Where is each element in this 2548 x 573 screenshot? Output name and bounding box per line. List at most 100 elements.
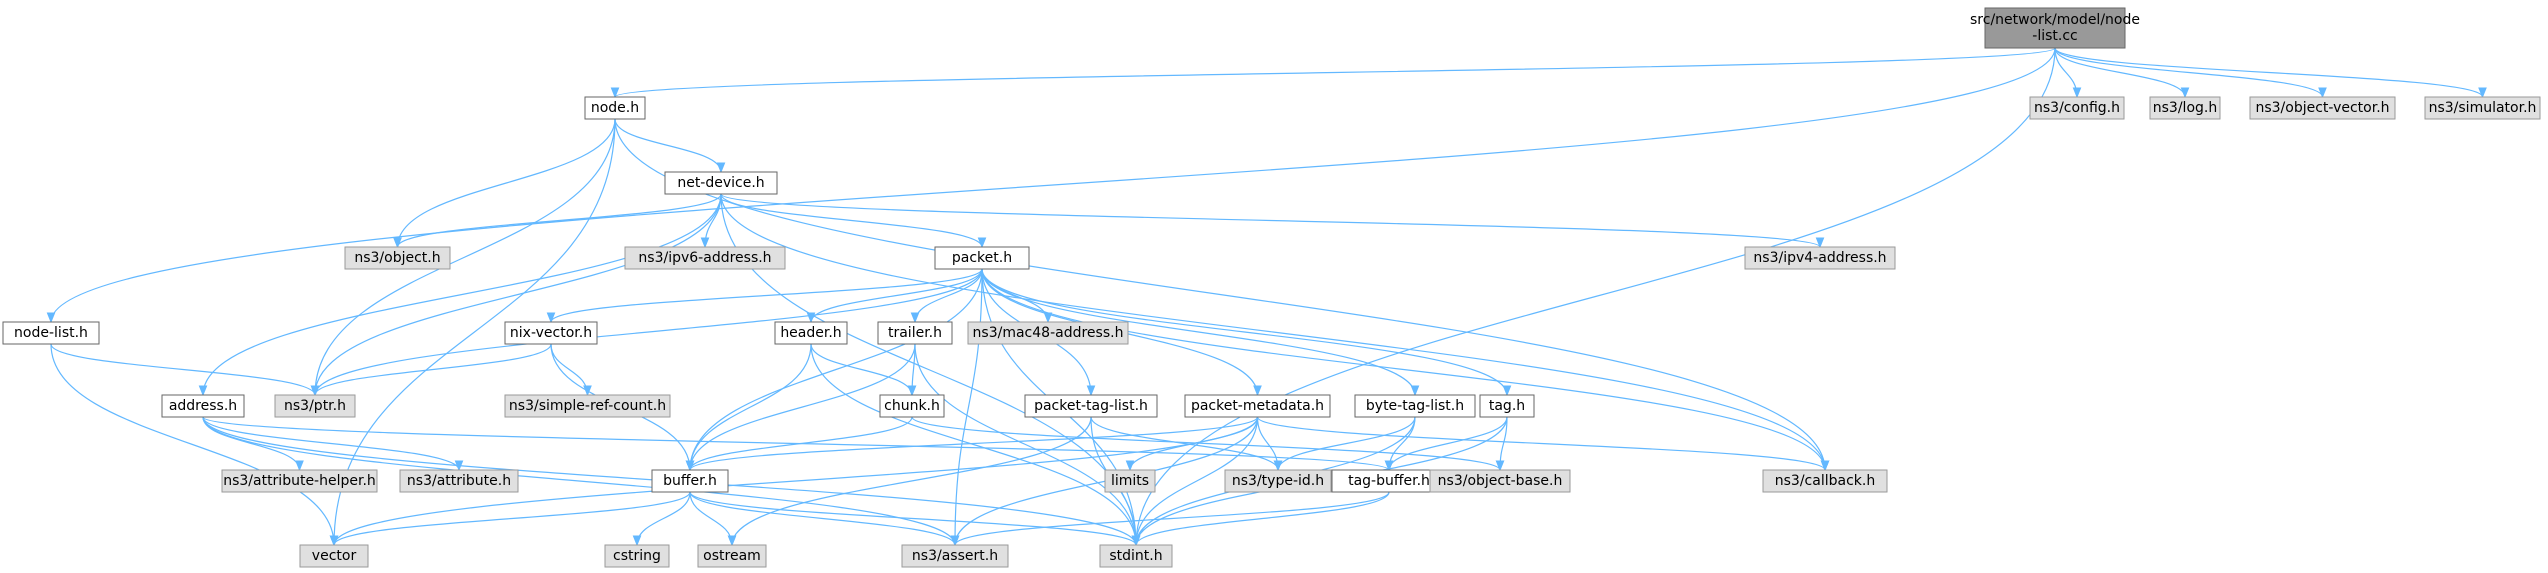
node-attrhelper[interactable]: ns3/attribute-helper.h — [221, 469, 378, 493]
node-box-ptaglist — [1024, 394, 1158, 418]
node-label-ostream: ostream — [703, 548, 761, 564]
node-label-limits: limits — [1111, 473, 1149, 489]
node-box-chunk — [879, 394, 945, 418]
node-object[interactable]: ns3/object.h — [344, 246, 451, 270]
node-box-trailer — [877, 321, 953, 345]
edge-node_h-to-vector — [334, 118, 616, 545]
node-box-objvec — [2249, 96, 2396, 120]
edge-tagbuf-to-stdint — [1136, 491, 1390, 546]
node-chunk[interactable]: chunk.h — [879, 394, 945, 418]
node-label-assert: ns3/assert.h — [912, 548, 998, 564]
node-config[interactable]: ns3/config.h — [2029, 96, 2125, 120]
edge-node_h-to-object — [398, 118, 616, 247]
node-stdint[interactable]: stdint.h — [1099, 544, 1173, 568]
node-attr[interactable]: ns3/attribute.h — [399, 469, 519, 493]
node-nodelist[interactable]: node-list.h — [2, 321, 100, 345]
edge-node_h-to-ptr — [315, 118, 616, 395]
node-label-ptr: ns3/ptr.h — [284, 398, 346, 414]
edge-header-to-stdint — [810, 343, 1136, 545]
node-box-netdev — [664, 171, 778, 195]
node-ipv6[interactable]: ns3/ipv6-address.h — [624, 246, 786, 270]
node-label-buffer: buffer.h — [663, 473, 717, 489]
node-btaglist[interactable]: byte-tag-list.h — [1354, 394, 1476, 418]
node-label-vector: vector — [312, 548, 357, 564]
edge-header-to-buffer — [690, 343, 812, 470]
edge-packet-to-trailer — [915, 268, 983, 323]
nodes-layer: src/network/model/node-list.cc node.h ns3/… — [2, 7, 2541, 568]
node-box-vector — [299, 544, 369, 568]
node-label-btaglist: byte-tag-list.h — [1366, 398, 1464, 414]
node-label-objbase: ns3/object-base.h — [1438, 473, 1563, 489]
edge-root-to-nodelist — [51, 47, 2056, 322]
edge-packet-to-tag — [981, 268, 1507, 395]
edge-netdev-to-object — [398, 193, 722, 248]
node-assert[interactable]: ns3/assert.h — [901, 544, 1009, 568]
node-header[interactable]: header.h — [774, 321, 848, 345]
node-label-sim: ns3/simulator.h — [2429, 100, 2537, 116]
node-objbase[interactable]: ns3/object-base.h — [1429, 469, 1571, 493]
node-netdev[interactable]: net-device.h — [664, 171, 778, 195]
node-box-simref — [504, 394, 671, 418]
node-box-ipv4 — [1744, 246, 1896, 270]
node-tag[interactable]: tag.h — [1479, 394, 1535, 418]
node-buffer[interactable]: buffer.h — [651, 469, 729, 493]
node-label-header: header.h — [780, 325, 841, 341]
node-ipv4[interactable]: ns3/ipv4-address.h — [1744, 246, 1896, 270]
node-vector[interactable]: vector — [299, 544, 369, 568]
node-box-address — [161, 394, 245, 418]
edge-trailer-to-buffer — [690, 343, 916, 470]
node-box-mac48 — [967, 321, 1129, 345]
edge-buffer-to-ostream — [689, 491, 732, 546]
edge-netdev-to-ipv4 — [720, 193, 1820, 248]
node-typeid[interactable]: ns3/type-id.h — [1224, 469, 1332, 493]
node-sim[interactable]: ns3/simulator.h — [2424, 96, 2541, 120]
edge-pmeta-to-vector — [334, 416, 1259, 545]
edge-root-to-config — [2054, 47, 2077, 97]
node-objvec[interactable]: ns3/object-vector.h — [2249, 96, 2396, 120]
node-label-address: address.h — [169, 398, 237, 414]
node-box-attr — [399, 469, 519, 493]
node-limits[interactable]: limits — [1104, 469, 1156, 493]
node-label-ipv6: ns3/ipv6-address.h — [638, 250, 771, 266]
node-ostream[interactable]: ostream — [697, 544, 767, 568]
node-label-node_h: node.h — [591, 100, 639, 116]
node-box-ostream — [697, 544, 767, 568]
edge-netdev-to-address — [203, 193, 722, 395]
node-trailer[interactable]: trailer.h — [877, 321, 953, 345]
edge-address-to-attr — [202, 416, 459, 471]
node-callback[interactable]: ns3/callback.h — [1762, 469, 1888, 493]
node-label-tag: tag.h — [1489, 398, 1525, 414]
node-log[interactable]: ns3/log.h — [2149, 96, 2221, 120]
node-label-ptaglist: packet-tag-list.h — [1034, 398, 1148, 414]
node-nix[interactable]: nix-vector.h — [504, 321, 598, 345]
edge-root-to-node_h — [615, 47, 2056, 98]
node-ptr[interactable]: ns3/ptr.h — [274, 394, 356, 418]
node-label-netdev: net-device.h — [677, 175, 764, 191]
node-pmeta[interactable]: packet-metadata.h — [1184, 394, 1331, 418]
node-packet[interactable]: packet.h — [934, 246, 1030, 270]
node-box-cstring — [604, 544, 670, 568]
node-label-attrhelper: ns3/attribute-helper.h — [223, 473, 376, 489]
node-address[interactable]: address.h — [161, 394, 245, 418]
node-label-chunk: chunk.h — [884, 398, 940, 414]
node-ptaglist[interactable]: packet-tag-list.h — [1024, 394, 1158, 418]
node-label-callback: ns3/callback.h — [1775, 473, 1875, 489]
node-box-assert — [901, 544, 1009, 568]
node-mac48[interactable]: ns3/mac48-address.h — [967, 321, 1129, 345]
edge-packet-to-btaglist — [981, 268, 1415, 395]
node-box-node_h — [584, 96, 646, 120]
edge-root-to-stdint — [1136, 47, 2056, 545]
node-root[interactable]: src/network/model/node-list.cc — [1970, 7, 2140, 49]
node-cstring[interactable]: cstring — [604, 544, 670, 568]
edge-buffer-to-cstring — [637, 491, 691, 546]
edge-nix-to-ptr — [315, 343, 552, 396]
node-label-attr: ns3/attribute.h — [407, 473, 511, 489]
node-label-stdint: stdint.h — [1109, 548, 1162, 564]
node-box-root — [1984, 7, 2126, 49]
node-simref[interactable]: ns3/simple-ref-count.h — [504, 394, 671, 418]
edge-packet-to-nix — [551, 268, 983, 323]
node-node_h[interactable]: node.h — [584, 96, 646, 120]
node-label-nodelist: node-list.h — [14, 325, 88, 341]
node-tagbuf[interactable]: tag-buffer.h — [1331, 469, 1447, 493]
